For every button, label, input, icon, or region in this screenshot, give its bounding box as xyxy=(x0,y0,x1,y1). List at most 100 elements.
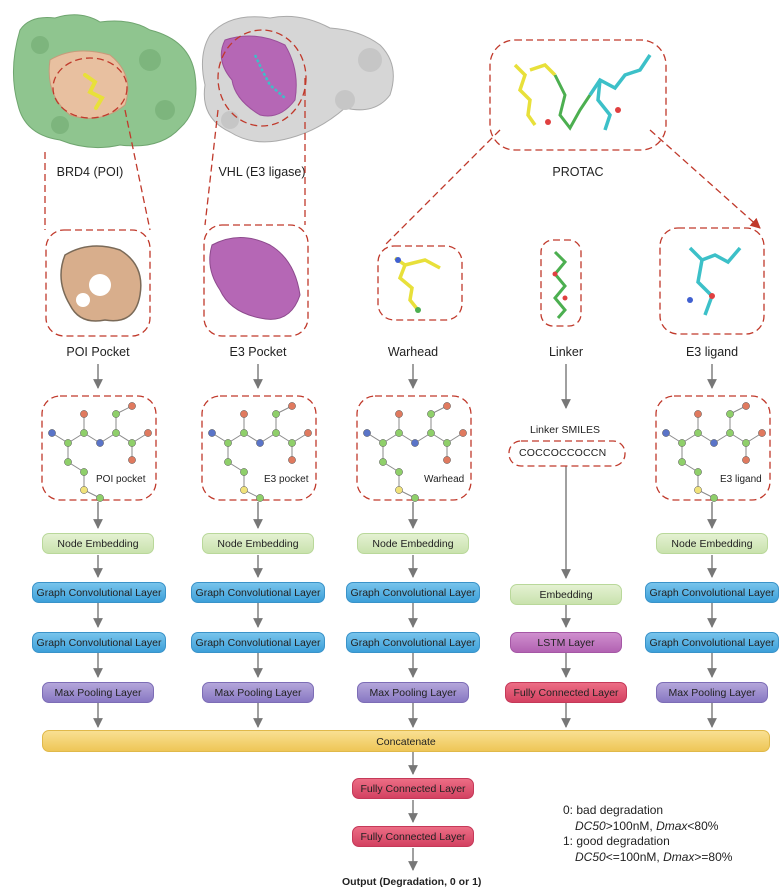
graph-atom xyxy=(411,494,419,502)
max-pool-e3-ligand: Max Pooling Layer xyxy=(656,682,768,703)
legend-good-dmax: Dmax xyxy=(663,849,695,864)
flow-arrows xyxy=(93,364,717,871)
graph-atom xyxy=(240,429,248,437)
max-pool-warhead: Max Pooling Layer xyxy=(357,682,469,703)
graph-atom xyxy=(427,429,435,437)
gcn-poi-1: Graph Convolutional Layer xyxy=(32,582,166,603)
graph-atom xyxy=(144,429,152,437)
gcn-e3-ligand-2: Graph Convolutional Layer xyxy=(645,632,779,653)
graph-atom xyxy=(80,429,88,437)
brd4-structure xyxy=(12,14,197,149)
graph-atom xyxy=(240,410,248,418)
legend-good: 1: good degradation xyxy=(563,834,670,848)
legend-bad-text2: <80% xyxy=(687,818,719,833)
graph-atom xyxy=(304,429,312,437)
linker-box xyxy=(540,239,582,327)
e3-ligand-label: E3 ligand xyxy=(686,345,738,359)
graph-atom xyxy=(726,410,734,418)
graph-atom xyxy=(459,429,467,437)
max-pool-e3: Max Pooling Layer xyxy=(202,682,314,703)
gcn-warhead-2: Graph Convolutional Layer xyxy=(346,632,480,653)
node-embedding-e3-ligand: Node Embedding xyxy=(656,533,768,554)
poi-pocket-label: POI Pocket xyxy=(66,345,130,359)
graph-atom xyxy=(710,494,718,502)
graph-e3 xyxy=(201,395,317,502)
gcn-e3-1: Graph Convolutional Layer xyxy=(191,582,325,603)
linker-smiles-box xyxy=(508,440,626,467)
lstm-linker: LSTM Layer xyxy=(510,632,622,653)
zoom-connectors xyxy=(44,78,761,246)
graph-atom xyxy=(694,468,702,476)
graph-atom xyxy=(288,402,296,410)
graph-atom xyxy=(256,494,264,502)
output-label: Output (Degradation, 0 or 1) xyxy=(342,876,482,888)
e3-ligand-box xyxy=(659,227,765,335)
fc-final-1: Fully Connected Layer xyxy=(352,778,474,799)
graph-atom xyxy=(80,410,88,418)
fc-final-2: Fully Connected Layer xyxy=(352,826,474,847)
gcn-e3-ligand-1: Graph Convolutional Layer xyxy=(645,582,779,603)
graph-atom xyxy=(678,458,686,466)
graph-e3-ligand xyxy=(655,395,771,502)
graph-atom xyxy=(272,429,280,437)
graph-atom xyxy=(240,468,248,476)
protac-label: PROTAC xyxy=(552,165,603,179)
gcn-poi-2: Graph Convolutional Layer xyxy=(32,632,166,653)
graph-label-e3: E3 pocket xyxy=(264,474,309,485)
graph-atom xyxy=(427,410,435,418)
fc-linker: Fully Connected Layer xyxy=(505,682,627,703)
graph-box-warhead xyxy=(356,395,472,501)
node-embedding-poi: Node Embedding xyxy=(42,533,154,554)
legend-good-text1: <=100nM, xyxy=(605,849,664,864)
graph-atom xyxy=(443,439,451,447)
graph-atom xyxy=(224,439,232,447)
graph-atom xyxy=(694,429,702,437)
graph-label-poi: POI pocket xyxy=(96,474,146,485)
legend-bad-text1: >100nM, xyxy=(605,818,657,833)
e3-pocket-label: E3 Pocket xyxy=(230,345,288,359)
graph-atom xyxy=(363,429,371,437)
node-embedding-warhead: Node Embedding xyxy=(357,533,469,554)
graph-atom xyxy=(678,439,686,447)
graph-atom xyxy=(96,439,104,447)
graph-atom xyxy=(379,458,387,466)
legend-bad: 0: bad degradation xyxy=(563,803,664,817)
warhead-box xyxy=(377,245,463,321)
graph-atom xyxy=(272,410,280,418)
max-pool-poi: Max Pooling Layer xyxy=(42,682,154,703)
graph-box-poi xyxy=(41,395,157,501)
graph-box-e3-ligand xyxy=(655,395,771,501)
graph-atom xyxy=(395,410,403,418)
node-embedding-e3: Node Embedding xyxy=(202,533,314,554)
graph-label-warhead: Warhead xyxy=(424,474,465,485)
degradation-legend: 0: bad degradation DC50>100nM, Dmax<80% … xyxy=(563,803,732,865)
legend-good-text2: >=80% xyxy=(694,849,733,864)
legend-good-criteria: DC50<=100nM, Dmax>=80% xyxy=(563,850,732,866)
graph-atom xyxy=(240,486,248,494)
gcn-warhead-1: Graph Convolutional Layer xyxy=(346,582,480,603)
graph-atom xyxy=(694,486,702,494)
graph-atom xyxy=(256,439,264,447)
graph-poi xyxy=(41,395,157,502)
graph-atom xyxy=(395,429,403,437)
graph-atom xyxy=(758,429,766,437)
graph-atom xyxy=(443,456,451,464)
graph-atom xyxy=(710,439,718,447)
linker-smiles-title: Linker SMILES xyxy=(530,424,601,436)
graph-atom xyxy=(395,486,403,494)
graph-atom xyxy=(112,429,120,437)
graph-atom xyxy=(48,429,56,437)
graph-atom xyxy=(208,429,216,437)
graph-atom xyxy=(224,458,232,466)
graph-atom xyxy=(742,439,750,447)
concatenate-bar: Concatenate xyxy=(42,730,770,752)
graph-atom xyxy=(694,410,702,418)
graph-atom xyxy=(96,494,104,502)
brd4-label: BRD4 (POI) xyxy=(57,165,124,179)
vhl-structure xyxy=(201,15,394,143)
embedding-linker: Embedding xyxy=(510,584,622,605)
legend-bad-dmax: Dmax xyxy=(656,818,688,833)
graph-atom xyxy=(128,439,136,447)
vhl-label: VHL (E3 ligase) xyxy=(218,165,305,179)
